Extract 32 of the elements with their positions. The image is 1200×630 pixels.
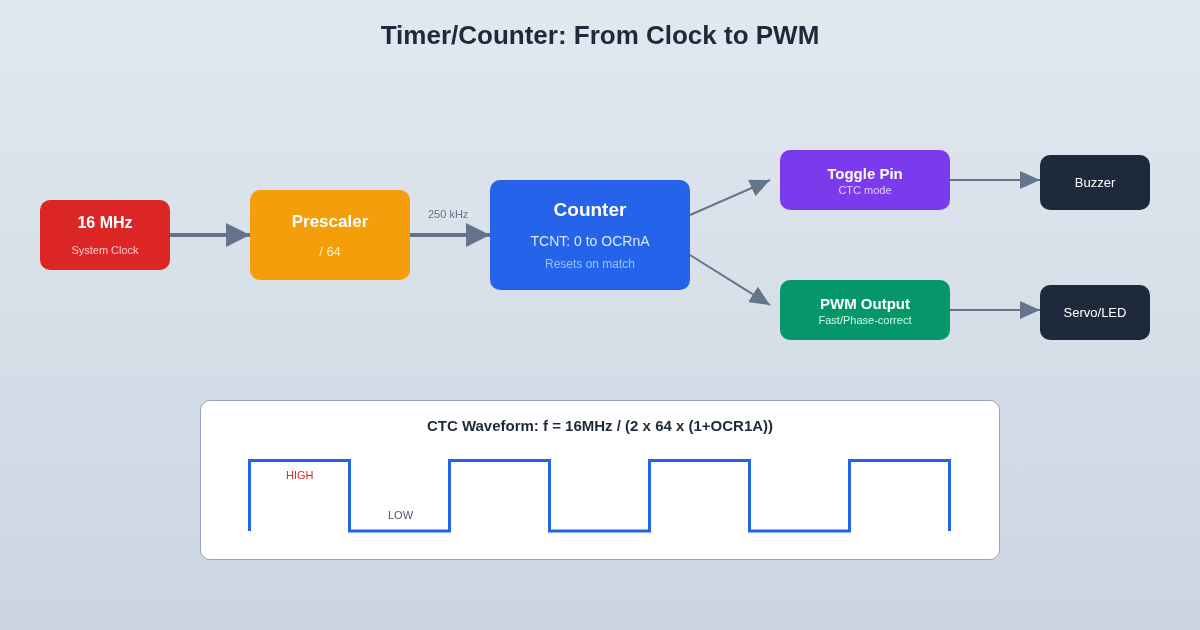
arrow [689,254,771,306]
process-box [1040,285,1150,340]
arrow [170,223,250,247]
waveform-panel [200,400,1000,560]
process-box [780,150,950,210]
level-label: HIGH [286,469,314,481]
arrow [689,179,771,216]
box-title: Toggle Pin [827,164,903,182]
panel-title: CTC Waveform: f = 16MHz / (2 x 64 x (1+OCR1A)) [426,417,774,434]
box-title: Prescaler [291,211,369,232]
box-subtitle: System Clock [71,244,139,256]
edge-label: 250 kHz [426,208,471,220]
box-title: 16 MHz [77,214,133,232]
box-subtitle: TCNT: 0 to OCRnA [530,233,650,249]
process-box [780,280,950,340]
arrow [949,171,1041,189]
box-label: Servo/LED [1063,305,1127,320]
process-box [250,190,410,280]
box-subtitle: Fast/Phase-correct [818,313,912,326]
process-box [490,180,690,290]
box-title: PWM Output [820,294,910,312]
arrow [410,223,490,247]
box-label: Buzzer [1074,175,1116,190]
diagram-title: Timer/Counter: From Clock to PWM [379,20,821,51]
box-subtitle: CTC mode [838,183,892,196]
process-box [1040,155,1150,210]
box-subtitle: Resets on match [544,257,635,271]
process-box [40,200,170,270]
level-label: LOW [388,509,414,521]
arrow [949,301,1041,319]
box-subtitle: / 64 [319,243,341,259]
box-title: Counter [553,199,627,221]
